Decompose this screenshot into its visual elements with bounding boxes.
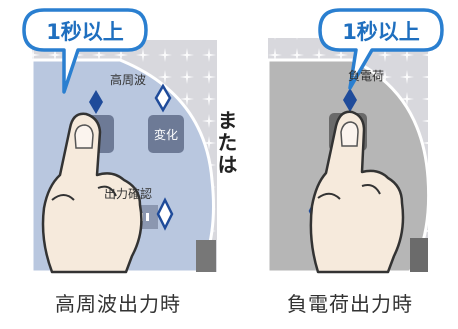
indicator-icon <box>89 90 103 114</box>
indicator-outline-icon <box>154 83 172 113</box>
pointing-hand-right-icon <box>309 110 405 274</box>
right-panel <box>266 8 444 274</box>
or-text: または <box>214 110 238 176</box>
caption-negative-charge: 負電荷出力時 <box>287 292 413 316</box>
bubble-text-left: 1秒以上 <box>46 20 124 44</box>
caption-high-frequency: 高周波出力時 <box>55 292 181 316</box>
panel-label-output-check: 出力確認 <box>104 186 152 201</box>
panel-label-high-frequency: 高周波 <box>110 72 146 87</box>
change-button-label: 変化 <box>154 127 178 142</box>
bubble-left <box>22 8 148 94</box>
indicator-right-icon <box>343 88 357 112</box>
bubble-right <box>318 8 444 90</box>
pointing-hand-icon <box>41 112 143 274</box>
panel-label-negative-charge: 負電荷 <box>348 69 384 83</box>
output-indicator-icon <box>156 197 174 231</box>
change-button <box>148 115 184 153</box>
left-panel <box>22 8 217 274</box>
side-strip-right <box>410 238 428 272</box>
side-strip <box>196 240 216 272</box>
bubble-text-right: 1秒以上 <box>342 20 420 44</box>
